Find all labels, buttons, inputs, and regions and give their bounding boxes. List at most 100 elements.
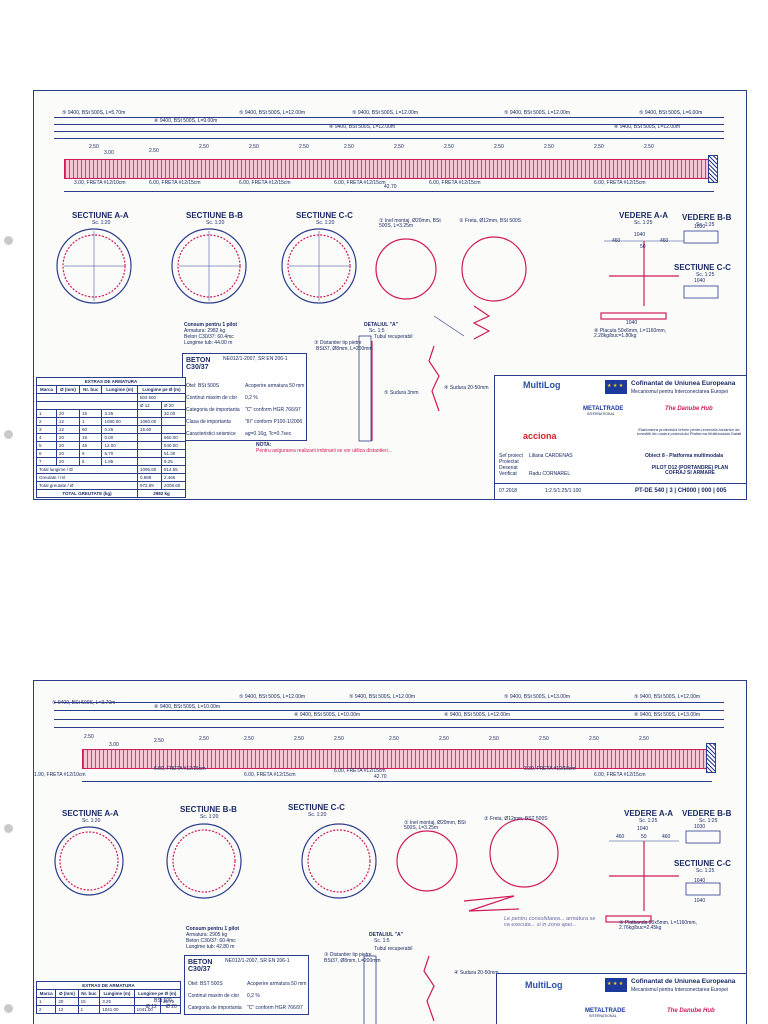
view-dimension: 460 (616, 834, 625, 840)
spacing-label: 2.50 (539, 736, 549, 742)
detail-label: ③ Distantier tip pietre (314, 340, 362, 346)
note-text: Pentru asigurarea realizarii imbinarii s… (256, 448, 392, 454)
rebar-label: ⑤ 9400, BSt 500S, L=12.00m (634, 694, 701, 700)
freta-label: 6.00, FRETA #12/15cm (334, 768, 386, 774)
dimension-line (82, 781, 712, 782)
title-block-rule (495, 483, 746, 484)
rebar-line (54, 702, 724, 703)
consum-line: Armatura: 2905 kg (186, 932, 228, 938)
rebar-label: ⑥ 9400, BSt 500S, L=9.00m (154, 118, 218, 124)
table-header: Nr. buc (77, 989, 101, 998)
beton-row-key: Otel: BSt 500S (186, 383, 220, 389)
metaltrade-sub: INTERNATIONAL (589, 1014, 617, 1018)
role-label: Verificat (499, 471, 517, 477)
freta-label: 6.00, FRETA #12/15cm (334, 180, 386, 186)
beton-label: BETON C30/37 (186, 357, 211, 371)
beton-row-val: Acoperire armatura 50 mm (247, 981, 307, 987)
beton-label: BETON C30/37 (188, 959, 213, 973)
spacing-label: 2.50 (294, 736, 304, 742)
note-title: NOTA: (256, 442, 272, 448)
spacing-label: 2.50 (594, 144, 604, 150)
spacing-label: 2.50 (199, 736, 209, 742)
title-block: MultiLog Cofinantat de Uniunea Europeana… (494, 375, 746, 499)
section-aa-rebar (62, 234, 126, 298)
detail-scale: Sc. 1:5 (369, 328, 385, 334)
freta-label: 6.00, FRETA #12/15cm (244, 772, 296, 778)
consum-line: Lungime tub: 44.00 m (184, 340, 233, 346)
spacing-label: 2.50 (244, 736, 254, 742)
beton-row-key: Caracteristici seismice (186, 431, 236, 437)
rebar-label: ⑥ 9400, BSt 500S, L=10.00m (294, 712, 361, 718)
eu-flag-icon (605, 380, 627, 394)
view-dimension: 460 (662, 834, 671, 840)
beton-row-val: Acoperire armatura 50 mm (245, 383, 305, 389)
freta-label: 6.00, FRETA #12/15cm (594, 180, 646, 186)
freta-detail-circle (489, 818, 559, 888)
spacing-label: 2.50 (154, 738, 164, 744)
section-bb-rebar (172, 829, 236, 893)
section-aa-circle (56, 228, 132, 304)
view-dimension: 1040 (694, 278, 706, 284)
section-cc-rebar (287, 234, 351, 298)
section-title: SECTIUNE A-A (72, 211, 129, 220)
spacing-label: 2.50 (389, 736, 399, 742)
consum-line: Lungime tub: 42.80 m (186, 944, 235, 950)
rebar-line (54, 727, 724, 728)
consum-title: Consum pentru 1 pilot (184, 322, 238, 328)
section-aa-rebar (59, 831, 119, 891)
project-title: Elaborarea proiectului tehnic pentru exe… (636, 427, 742, 436)
detail-label: Tubul recuperabil (374, 334, 413, 340)
beton-row-val: 0,2 % (245, 395, 258, 401)
rebar-line (54, 117, 724, 118)
view-dimension: 1030 (694, 224, 706, 230)
acciona-logo: acciona (523, 431, 557, 441)
spacing-label: 2.50 (89, 144, 99, 150)
rebar-label: ⑤ 9400, BSt 500S, L=12.00m (504, 110, 571, 116)
rebar-label: ⑥ 9400, BSt 500S, L=10.00m (154, 704, 221, 710)
view-scale: Sc. 1:25 (696, 272, 715, 278)
table-header: Lungime pe Ø (m) (133, 989, 182, 998)
view-dimension: 1040 (626, 320, 638, 326)
freta-detail-circle (461, 236, 527, 302)
view-dimension: 1040 (694, 898, 706, 904)
rebar-label: ⑤ 9400, BSt 500S, L=6.00m (639, 110, 703, 116)
section-title: SECTIUNE B-B (180, 805, 237, 814)
inel-detail-circle (396, 830, 458, 892)
table-subheader: BSt 500 (154, 998, 172, 1004)
table-subheader: Ø 12 (146, 1004, 157, 1010)
freta-label: 6.00, FRETA #12/15cm (239, 180, 291, 186)
rebar-line (54, 719, 724, 720)
section-drawings (56, 228, 719, 442)
plate-label: ⑧ Platbanda 50x5mm, L=1160mm, 2.76kg/buc… (619, 920, 697, 931)
section-scale: Sc. 1:20 (200, 814, 219, 820)
view-title: VEDERE B-B (682, 213, 732, 222)
section-bb-circle (171, 228, 247, 304)
beton-row-key: Continut maxim de clor (186, 395, 238, 401)
role-label: Sef proiect (499, 453, 523, 459)
beton-row-val: "III" conform P100-1/2006 (245, 419, 303, 425)
drawing-code: PT-DE 540 | 3 | CH000 | 000 | 005 (635, 488, 727, 494)
spacing-label: 2.50 (489, 736, 499, 742)
detail-label: ④ Sudura 20-50mm (444, 385, 489, 391)
freta-label: 3.30, FRETA #12/10cm (524, 766, 576, 772)
beton-spec-box: BETON C30/37 NE012/1-2007, SR EN 206-1 O… (182, 353, 307, 441)
view-title: SECTIUNE C-C (674, 859, 731, 868)
designer-name: Liliana CARDENAS (529, 453, 573, 459)
pile-head (706, 743, 716, 773)
freta-label: 6.00, FRETA #12/15cm (149, 180, 201, 186)
beton-row-val: 0,2 % (247, 993, 260, 999)
binder-hole (4, 430, 13, 439)
table-subheader: Ø 20 (160, 401, 187, 410)
rebar-label: ⑥ 9400, BSt 500S, L=12.00m (329, 124, 396, 130)
beton-row-key: Clasa de importanta (186, 419, 231, 425)
spacing-label: 2.50 (639, 736, 649, 742)
section-bb-rebar (177, 234, 241, 298)
binder-hole (4, 824, 13, 833)
rebar-line (54, 124, 724, 125)
title-block: MultiLog Cofinantat de Uniunea Europeana… (496, 973, 746, 1024)
beton-row-key: Categoria de importanta (188, 1005, 242, 1011)
